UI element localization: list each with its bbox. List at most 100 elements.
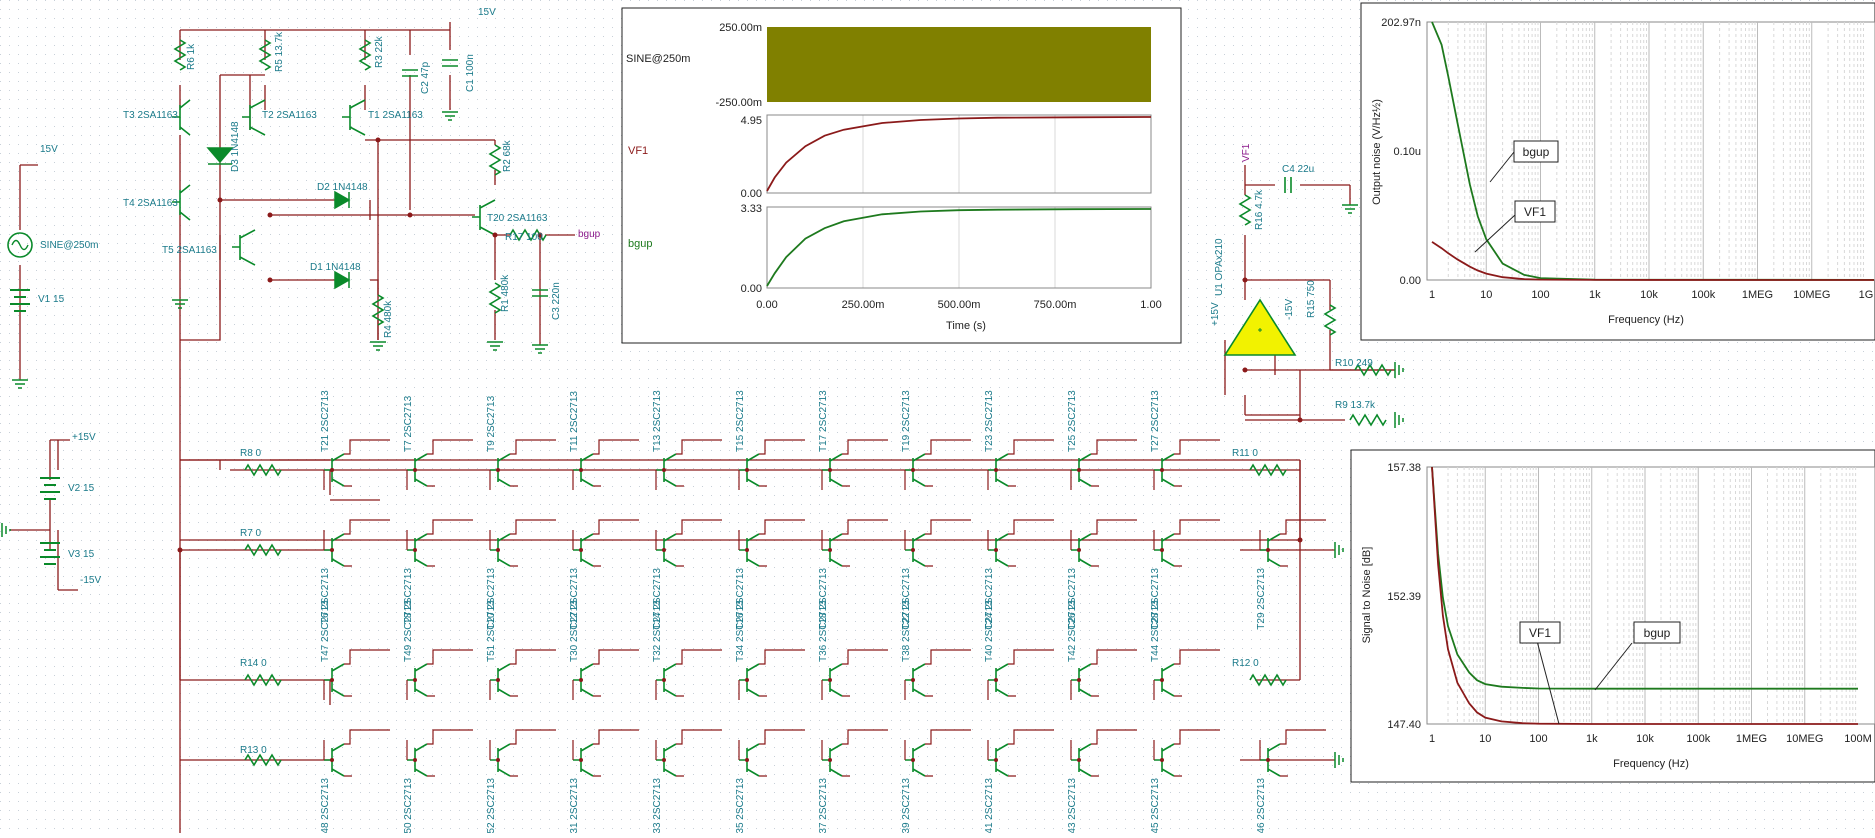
bgup-top-value: 3.33	[741, 203, 762, 215]
r17-resistor	[509, 228, 547, 242]
label-t20: T20 2SA1163	[487, 213, 548, 224]
r10-resistor	[1354, 363, 1392, 377]
array-transistor: T42 2SC2713	[1067, 600, 1137, 700]
label-u1: U1 OPAx210	[1214, 238, 1225, 296]
array-transistor-label: T41 2SC2713	[984, 778, 995, 833]
array-transistor-label: T25 2SC2713	[1067, 390, 1078, 452]
r5-resistor	[258, 39, 272, 71]
frequency-tick: 1MEG	[1736, 733, 1767, 745]
label-15v-source: 15V	[40, 144, 58, 155]
array-transistor: T47 2SC2713	[320, 600, 390, 700]
array-transistor-label: T27 2SC2713	[1150, 390, 1161, 452]
array-transistor-label: T6 2SC2713	[320, 568, 331, 625]
label-plus15: +15V	[72, 432, 96, 443]
label-opamp-minus15: -15V	[1284, 299, 1295, 320]
snr-ytick-mid: 152.39	[1387, 591, 1421, 603]
noise-window[interactable]: 202.97n 0.10u 0.00 Frequency (Hz) Output…	[1360, 2, 1875, 341]
r9-resistor	[1349, 413, 1387, 427]
array-transistor: T24 2SC2713	[984, 519, 1054, 630]
r8-resistor	[244, 463, 282, 477]
noise-xlabel: Frequency (Hz)	[1608, 314, 1684, 326]
frequency-tick: 10	[1480, 289, 1492, 301]
label-d2: D2 1N4148	[317, 182, 368, 193]
d2-diode	[334, 190, 351, 210]
array-transistor-label: T37 2SC2713	[818, 778, 829, 833]
t1-transistor	[342, 99, 366, 136]
time-tick: 250.00m	[842, 299, 885, 311]
array-transistor-label: T23 2SC2713	[984, 390, 995, 452]
array-transistor-label: T44 2SC2713	[1150, 600, 1161, 662]
array-transistor-label: T49 2SC2713	[403, 600, 414, 662]
array-transistor: T38 2SC2713	[901, 600, 971, 700]
array-transistor: T52 2SC2713	[486, 729, 556, 838]
snr-window[interactable]: 157.38 152.39 147.40 Frequency (Hz) Sign…	[1350, 449, 1875, 783]
array-transistor: T6 2SC2713	[320, 519, 390, 625]
label-v3: V3 15	[68, 549, 95, 560]
r13-resistor	[244, 753, 282, 767]
array-transistor: T49 2SC2713	[403, 600, 473, 700]
transient-grid	[862, 115, 1056, 288]
array-transistor: T48 2SC2713	[320, 729, 390, 838]
label-r10: R10 249	[1335, 358, 1373, 369]
array-transistor: T25 2SC2713	[1067, 390, 1137, 490]
noise-bgup-callout-text: bgup	[1523, 145, 1550, 159]
label-r6: R6 1k	[186, 43, 197, 70]
label-r12: R12 0	[1232, 658, 1259, 669]
array-transistor: T19 2SC2713	[901, 390, 971, 490]
snr-grid	[1447, 467, 1857, 724]
label-v2: V2 15	[68, 483, 95, 494]
array-transistor: T41 2SC2713	[984, 729, 1054, 838]
sine-top-value: 250.00m	[719, 22, 762, 34]
array-transistor: T45 2SC2713	[1150, 729, 1220, 838]
snr-ylabel: Signal to Noise [dB]	[1361, 547, 1373, 644]
label-r14: R14 0	[240, 658, 267, 669]
array-transistor-label: T35 2SC2713	[735, 778, 746, 833]
array-transistor-label: T12 2SC2713	[569, 568, 580, 630]
d3-diode	[206, 147, 234, 165]
transient-window[interactable]: SINE@250m 250.00m -250.00m 4.95 0.00 3.3…	[621, 7, 1182, 344]
label-r17: R17 100	[505, 232, 543, 243]
vf1-top-value: 4.95	[741, 115, 762, 127]
r7-resistor	[244, 543, 282, 557]
array-transistor-label: T24 2SC2713	[984, 568, 995, 630]
time-tick: 750.00m	[1034, 299, 1077, 311]
label-r9: R9 13.7k	[1335, 400, 1376, 411]
array-transistor: T34 2SC2713	[735, 600, 805, 700]
array-transistor: T50 2SC2713	[403, 729, 473, 838]
bgup-trace	[766, 208, 1152, 287]
label-r15: R15 750	[1306, 280, 1317, 318]
array-transistor-label: T39 2SC2713	[901, 778, 912, 833]
net-vf1: VF1	[1241, 143, 1252, 162]
array-transistor-label: T22 2SC2713	[901, 568, 912, 630]
noise-vf1-callout: VF1	[1474, 200, 1556, 253]
snr-vf1-curve	[1431, 466, 1858, 725]
time-tick: 500.00m	[938, 299, 981, 311]
array-transistor-label: T45 2SC2713	[1150, 778, 1161, 833]
label-r7: R7 0	[240, 528, 262, 539]
frequency-tick: 1MEG	[1742, 289, 1773, 301]
vf1-trace-label: VF1	[628, 145, 648, 157]
c3-capacitor	[532, 289, 548, 297]
array-transistor: T37 2SC2713	[818, 729, 888, 838]
label-r1: R1 480k	[500, 274, 511, 312]
bgup-trace-label: bgup	[628, 238, 652, 250]
frequency-tick: 100k	[1686, 733, 1710, 745]
vertical-labels: R6 1k R5 13.7k R3 22k C2 47p C1 100n D3 …	[186, 31, 1317, 338]
upper-components	[172, 39, 1392, 767]
array-transistor-label: T11 2SC2713	[569, 391, 580, 452]
array-transistor-label: T7 2SC2713	[403, 395, 414, 452]
r15-resistor	[1323, 304, 1337, 336]
time-tick: 0.00	[756, 299, 777, 311]
frequency-tick: 100M	[1844, 733, 1872, 745]
label-c1: C1 100n	[465, 54, 476, 92]
label-minus15: -15V	[80, 575, 101, 586]
r6-resistor	[173, 39, 187, 71]
snr-ytick-top: 157.38	[1387, 462, 1421, 474]
array-transistor-label: T40 2SC2713	[984, 600, 995, 662]
array-transistor-label: T42 2SC2713	[1067, 600, 1078, 662]
array-transistor-label: T15 2SC2713	[735, 390, 746, 452]
